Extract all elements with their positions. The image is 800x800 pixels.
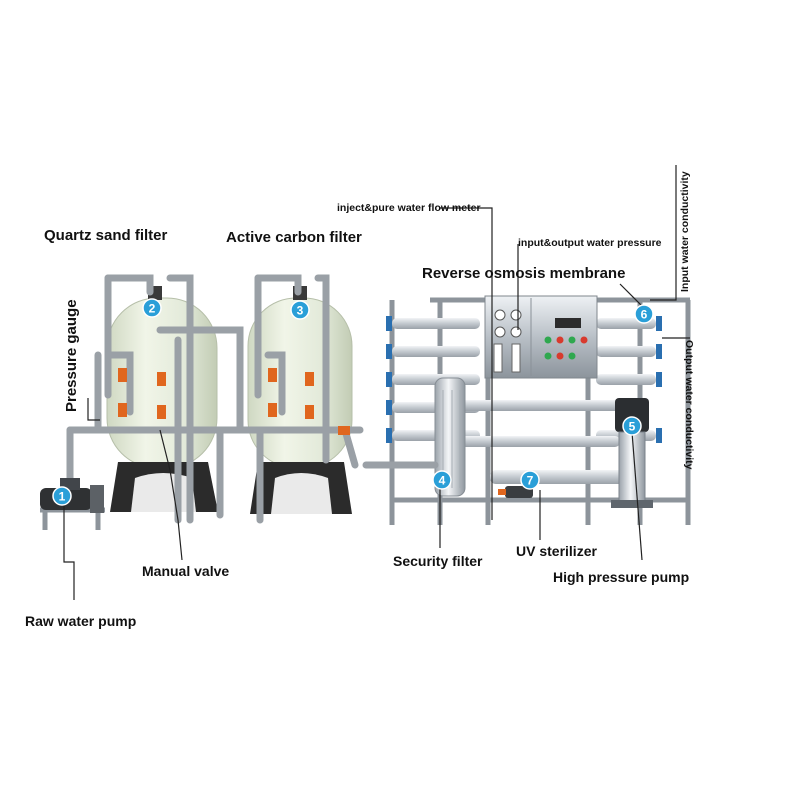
label-high-pressure-pump: High pressure pump — [553, 569, 689, 585]
svg-text:1: 1 — [59, 490, 66, 504]
tank-active-carbon — [247, 286, 353, 514]
badge-6: 6 — [634, 304, 654, 324]
raw-water-pump — [40, 478, 105, 530]
badge-7: 7 — [520, 470, 540, 490]
svg-text:4: 4 — [439, 474, 446, 488]
tank-quartz-sand — [106, 286, 218, 512]
label-manual-valve: Manual valve — [142, 563, 229, 579]
label-pressure-gauge: Pressure gauge — [63, 299, 80, 412]
label-active-carbon-filter: Active carbon filter — [226, 229, 362, 246]
svg-text:3: 3 — [297, 304, 304, 318]
badge-3: 3 — [290, 300, 310, 320]
badge-2: 2 — [142, 298, 162, 318]
control-panel — [484, 295, 598, 379]
badge-5: 5 — [622, 416, 642, 436]
label-reverse-osmosis-membrane: Reverse osmosis membrane — [422, 265, 625, 282]
security-filter-vessel — [362, 377, 466, 497]
label-input-water-conductivity: Input water conductivity — [679, 171, 691, 292]
high-pressure-pump — [611, 398, 653, 508]
uv-sterilizer-unit — [498, 486, 533, 498]
leader-lines — [63, 165, 690, 600]
label-output-water-conductivity: Output water conductivity — [683, 340, 695, 470]
svg-text:7: 7 — [527, 474, 534, 488]
badge-4: 4 — [432, 470, 452, 490]
label-security-filter: Security filter — [393, 553, 483, 569]
badge-1: 1 — [52, 486, 72, 506]
label-quartz-sand-filter: Quartz sand filter — [44, 227, 168, 244]
membrane-end-caps — [386, 316, 662, 443]
label-uv-sterilizer: UV sterilizer — [516, 543, 597, 559]
manual-valves — [118, 368, 350, 435]
label-raw-water-pump: Raw water pump — [25, 613, 136, 629]
pretreatment-pipework — [66, 274, 364, 524]
label-flow-meter: inject&pure water flow meter — [337, 202, 481, 214]
svg-text:6: 6 — [641, 308, 648, 322]
label-io-pressure: input&output water pressure — [518, 237, 662, 249]
svg-text:2: 2 — [149, 302, 156, 316]
svg-text:5: 5 — [629, 420, 636, 434]
